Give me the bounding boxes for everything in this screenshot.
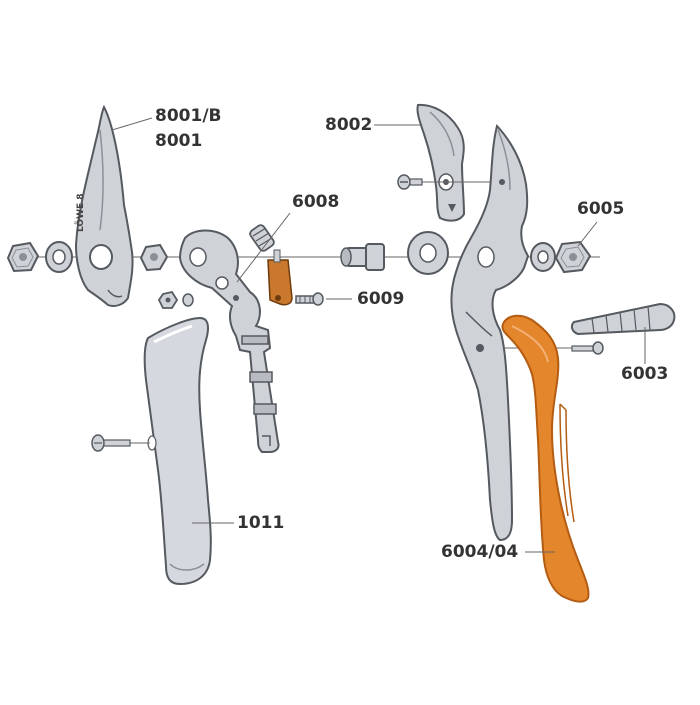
label-6005: 6005 <box>577 199 625 219</box>
grip-1011 <box>143 316 212 586</box>
right-hex-nut-6005 <box>554 240 592 274</box>
upper-handle-lever <box>178 229 280 453</box>
brass-block <box>267 249 293 306</box>
left-washer <box>45 241 73 273</box>
buffer-screw <box>571 341 604 355</box>
label-8001-b: 8001/B <box>155 106 222 126</box>
anvil-screw <box>397 174 423 190</box>
label-6003: 6003 <box>621 364 669 384</box>
middle-hex-nut <box>139 243 169 272</box>
label-8001: 8001 <box>155 131 203 151</box>
blade-marking-text: LÖWE 8 <box>75 193 86 232</box>
small-nut-6009 <box>157 290 194 309</box>
grip-screw <box>91 434 131 452</box>
large-washer <box>407 231 449 275</box>
left-hex-nut <box>6 241 40 273</box>
label-6008: 6008 <box>292 192 340 212</box>
label-8002: 8002 <box>325 115 373 135</box>
pivot-bushing <box>340 243 385 271</box>
label-1011: 1011 <box>237 513 285 533</box>
buffer-6003 <box>570 302 676 336</box>
lower-handle-body <box>450 123 530 542</box>
right-washer <box>530 242 556 272</box>
orange-handle-6004-04 <box>501 314 590 603</box>
label-6009: 6009 <box>357 289 405 309</box>
label-6004-04: 6004/04 <box>441 542 519 562</box>
anvil-8002 <box>416 103 466 222</box>
cutting-blade-8001 <box>74 104 134 308</box>
screw-6009 <box>295 292 324 306</box>
